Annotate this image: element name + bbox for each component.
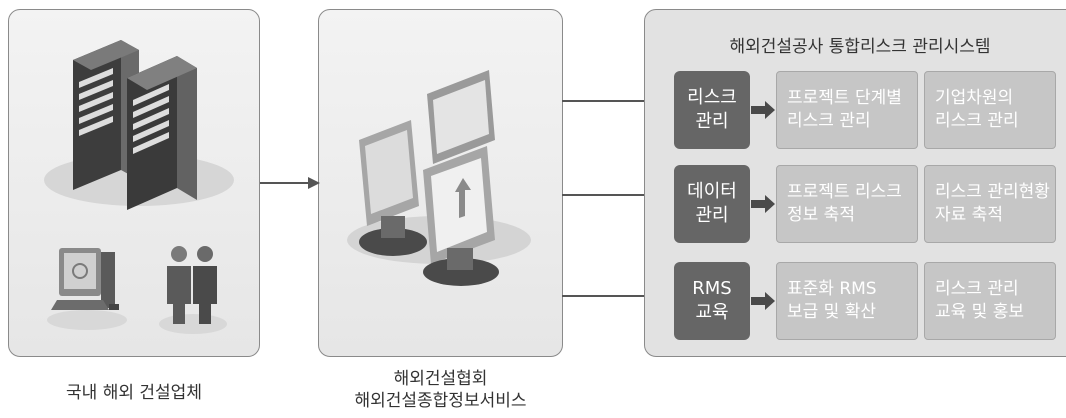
row-label-line1: 데이터 (687, 181, 737, 202)
association-caption: 해외건설협회 해외건설종합정보서비스 (318, 368, 563, 412)
item-line2: 자료 축적 (935, 205, 1003, 225)
data-item-status: 리스크 관리현황 자료 축적 (924, 165, 1056, 243)
item-line2: 보급 및 확산 (787, 302, 877, 322)
row-label-risk-management: 리스크 관리 (674, 71, 750, 149)
item-line1: 리스크 관리현황 (935, 182, 1050, 202)
server-tower-icon (44, 40, 234, 210)
association-caption-line2: 해외건설종합정보서비스 (354, 391, 527, 411)
row-label-line2: 관리 (695, 111, 729, 132)
row-label-line2: 관리 (695, 205, 729, 226)
row-arrow-icon (751, 101, 775, 119)
risk-item-project-stage: 프로젝트 단계별 리스크 관리 (776, 71, 918, 149)
companies-box (8, 9, 260, 357)
companies-caption: 국내 해외 건설업체 (66, 383, 202, 403)
panel-title: 해외건설공사 통합리스크 관리시스템 (729, 37, 991, 57)
row-arrow-icon (751, 195, 775, 213)
network-computers-icon (347, 70, 531, 286)
item-line1: 프로젝트 리스크 (787, 182, 902, 202)
item-line1: 프로젝트 단계별 (787, 88, 902, 108)
computer-workstation-icon (47, 248, 127, 330)
rms-item-standard-rms: 표준화 RMS 보급 및 확산 (776, 262, 918, 340)
row-label-line1: 리스크 (687, 87, 737, 108)
risk-item-corporate-level: 기업차원의 리스크 관리 (924, 71, 1056, 149)
row-label-rms-education: RMS 교육 (674, 262, 750, 340)
row-label-data-management: 데이터 관리 (674, 165, 750, 243)
item-line1: 리스크 관리 (935, 279, 1019, 299)
rms-item-education-promo: 리스크 관리 교육 및 홍보 (924, 262, 1056, 340)
row-arrow-icon (751, 292, 775, 310)
item-line2: 리스크 관리 (787, 111, 871, 131)
item-line2: 정보 축적 (787, 205, 855, 225)
row-label-line2: 교육 (695, 302, 729, 323)
item-line1: 표준화 RMS (787, 279, 877, 299)
association-box (318, 9, 563, 357)
item-line2: 교육 및 홍보 (935, 302, 1025, 322)
item-line2: 리스크 관리 (935, 111, 1019, 131)
people-icon (159, 246, 227, 334)
row-label-line1: RMS (692, 278, 732, 299)
association-caption-line1: 해외건설협회 (393, 369, 488, 389)
data-item-project-risk: 프로젝트 리스크 정보 축적 (776, 165, 918, 243)
item-line1: 기업차원의 (935, 88, 1014, 108)
arrow-to-association (260, 177, 320, 189)
